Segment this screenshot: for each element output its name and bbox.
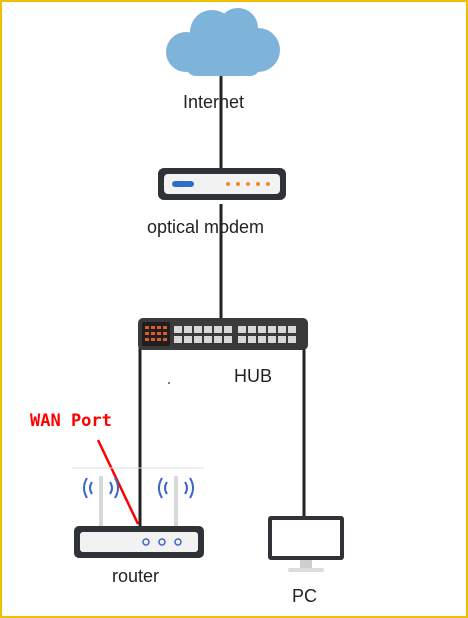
switch-hub-icon [138, 318, 308, 350]
monitor-icon [268, 516, 344, 572]
wan-port-marker [168, 382, 170, 384]
wan-port-pointer [96, 439, 140, 525]
wifi-router-icon [72, 467, 204, 558]
router-label: router [112, 566, 160, 586]
hub-label: HUB [234, 366, 273, 386]
cloud-icon [166, 8, 280, 76]
wan-port-label: WAN Port [30, 411, 112, 431]
internet-label: Internet [183, 92, 245, 112]
optical-modem-label: optical modem [147, 217, 265, 237]
pc-label: PC [292, 586, 318, 606]
optical-modem-icon [158, 168, 286, 200]
